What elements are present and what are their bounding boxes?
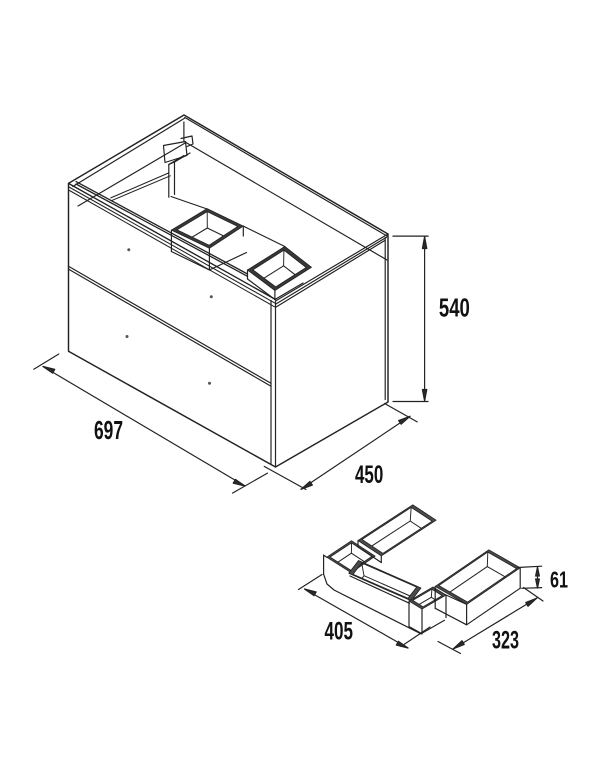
svg-text:540: 540 — [439, 292, 470, 322]
svg-text:61: 61 — [550, 567, 568, 593]
svg-text:450: 450 — [355, 461, 383, 489]
svg-text:697: 697 — [94, 415, 123, 445]
svg-text:405: 405 — [325, 618, 354, 646]
svg-text:323: 323 — [492, 627, 519, 655]
